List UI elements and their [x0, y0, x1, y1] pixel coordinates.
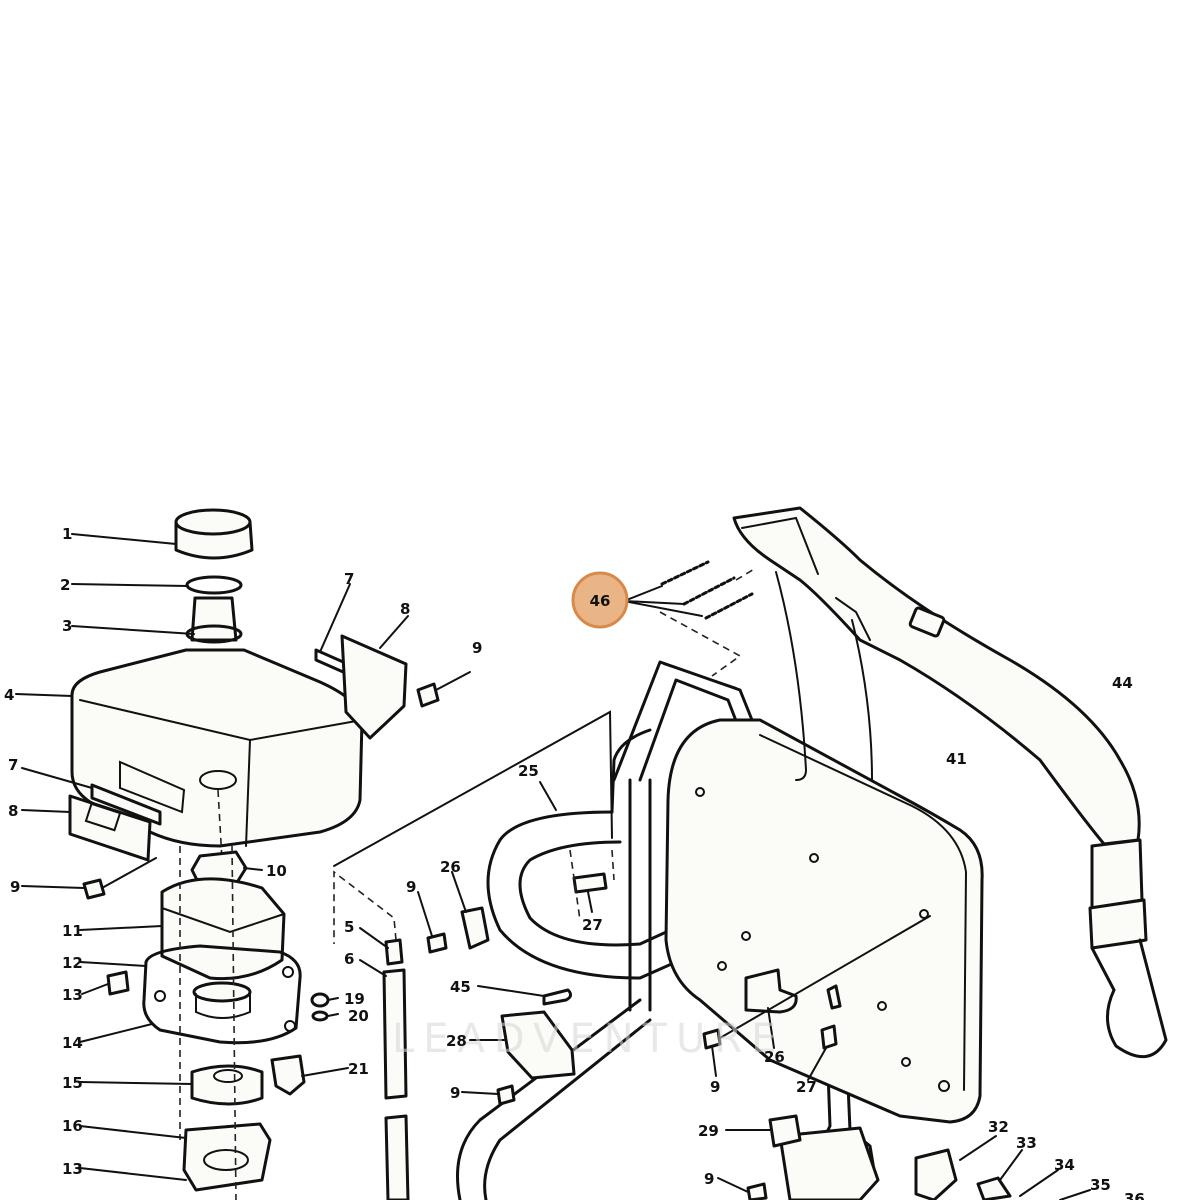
label-13-lower[interactable]: 13: [62, 1160, 83, 1178]
label-2[interactable]: 2: [60, 576, 70, 594]
label-1[interactable]: 1: [62, 525, 72, 543]
bolt-9-bottom: [746, 1182, 768, 1200]
label-36[interactable]: 36: [1124, 1190, 1145, 1200]
bolt-9-low: [496, 1084, 516, 1106]
bracket-8-upper: [340, 634, 408, 740]
label-9-low[interactable]: 9: [450, 1084, 460, 1102]
tank-edge: [245, 739, 251, 847]
bracket-28: [500, 1010, 576, 1080]
diaphragm-14: [192, 981, 252, 1003]
label-7[interactable]: 7: [8, 756, 18, 774]
label-11[interactable]: 11: [62, 922, 83, 940]
bolt-9-right: [702, 1028, 722, 1050]
part-33: [976, 1176, 1012, 1200]
highlight-marker[interactable]: [571, 571, 629, 629]
label-10[interactable]: 10: [266, 862, 287, 880]
tank-outlet: [199, 770, 237, 790]
tank-bracket: [119, 760, 186, 814]
label-21[interactable]: 21: [348, 1060, 369, 1078]
callout-labels: 1 2 3 4 7 8 9 7 8 9 10 11 12 13 14 15 16…: [4, 525, 1145, 1200]
bolt-9-mid: [426, 932, 448, 954]
gasket-ring: [185, 575, 243, 595]
back-pad-41: [664, 718, 984, 1124]
pipe-6: [382, 968, 408, 1100]
strap-buckle-top: [908, 606, 946, 638]
label-33[interactable]: 33: [1016, 1134, 1037, 1152]
clamp-27-right: [820, 1024, 838, 1050]
label-8-upper[interactable]: 8: [400, 600, 410, 618]
label-9[interactable]: 9: [10, 878, 20, 896]
label-12[interactable]: 12: [62, 954, 83, 972]
label-41[interactable]: 41: [946, 750, 967, 768]
bolt-9-upper: [416, 682, 440, 708]
collar-5: [384, 938, 404, 966]
pipe-6-lower: [384, 1114, 410, 1200]
bracket-29: [768, 1114, 802, 1148]
label-26-right[interactable]: 26: [764, 1048, 785, 1066]
label-32[interactable]: 32: [988, 1118, 1009, 1136]
fuel-tank-assembly: [68, 508, 471, 862]
filler-neck: [190, 596, 238, 642]
label-5[interactable]: 5: [344, 918, 354, 936]
label-6[interactable]: 6: [344, 950, 354, 968]
bolt-13-upper: [106, 970, 130, 996]
spring-a: [660, 560, 710, 586]
bracket-slot: [84, 802, 122, 832]
shoulder-strap-44: [732, 506, 1168, 1059]
label-3[interactable]: 3: [62, 617, 72, 635]
label-13[interactable]: 13: [62, 986, 83, 1004]
label-35[interactable]: 35: [1090, 1176, 1111, 1194]
clamp-26-left: [460, 906, 490, 950]
frame-assembly: [426, 567, 1012, 1200]
label-27[interactable]: 27: [582, 916, 603, 934]
strap-ring: [1106, 938, 1168, 1059]
fitting-21: [270, 1054, 306, 1096]
clip-45: [542, 988, 573, 1006]
label-45[interactable]: 45: [450, 978, 471, 996]
label-9-right[interactable]: 9: [710, 1078, 720, 1096]
label-15[interactable]: 15: [62, 1074, 83, 1092]
washer-20: [311, 1010, 329, 1022]
housing-16: [182, 1122, 272, 1192]
label-9-bottom[interactable]: 9: [704, 1170, 714, 1188]
label-7-upper[interactable]: 7: [344, 570, 354, 588]
guide-line: [333, 710, 613, 867]
bearing-15: [190, 1064, 264, 1106]
label-14[interactable]: 14: [62, 1034, 83, 1052]
label-16[interactable]: 16: [62, 1117, 83, 1135]
spring-c: [704, 592, 754, 620]
spring-b: [682, 576, 736, 606]
label-44[interactable]: 44: [1112, 674, 1133, 692]
label-9-mid[interactable]: 9: [406, 878, 416, 896]
label-19[interactable]: 19: [344, 990, 365, 1008]
strap-7-lower: [90, 783, 162, 826]
label-28[interactable]: 28: [446, 1032, 467, 1050]
label-9-upper[interactable]: 9: [472, 639, 482, 657]
springs-46: [623, 560, 754, 620]
label-25[interactable]: 25: [518, 762, 539, 780]
label-20[interactable]: 20: [348, 1007, 369, 1025]
label-34[interactable]: 34: [1054, 1156, 1075, 1174]
gasket-12: [142, 944, 302, 1045]
label-8[interactable]: 8: [8, 802, 18, 820]
label-4[interactable]: 4: [4, 686, 14, 704]
bolt-9-left: [82, 878, 106, 900]
frame-plate: [778, 1126, 880, 1200]
label-46[interactable]: 46: [590, 592, 611, 610]
tank-cap-top: [174, 508, 252, 536]
nut-19: [310, 992, 330, 1008]
plate-32: [914, 1148, 958, 1200]
strap-buckle-lower: [1090, 838, 1144, 910]
label-29[interactable]: 29: [698, 1122, 719, 1140]
label-27-right[interactable]: 27: [796, 1078, 817, 1096]
leader-lines: [15, 533, 1091, 1200]
clamp-27-left: [572, 872, 608, 894]
watermark: LEADVENTURE: [392, 1016, 785, 1062]
fuel-pump-assembly: [82, 845, 330, 1200]
label-26[interactable]: 26: [440, 858, 461, 876]
